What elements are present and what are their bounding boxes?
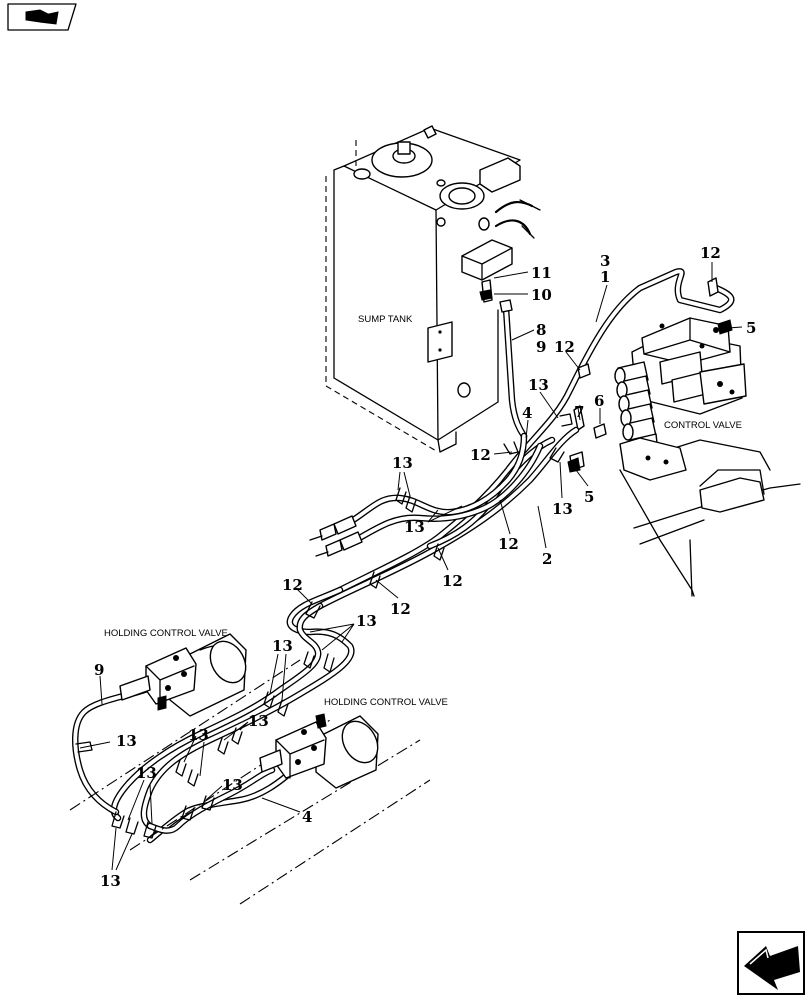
book-icon[interactable] xyxy=(7,3,77,31)
callout-6: 6 xyxy=(594,392,604,410)
callout-9: 9 xyxy=(94,661,104,679)
callout-7: 7 xyxy=(574,403,584,421)
holding-valve-right-label: HOLDING CONTROL VALVE xyxy=(324,697,448,708)
next-page-arrow-icon[interactable] xyxy=(737,931,805,995)
control-valve: CONTROL VALVE xyxy=(567,317,801,597)
holding-valve-left-label: HOLDING CONTROL VALVE xyxy=(104,628,228,639)
holding-control-valve-right: HOLDING CONTROL VALVE xyxy=(189,697,448,905)
callout-12: 12 xyxy=(554,338,575,356)
callout-4: 4 xyxy=(522,404,532,422)
callout-13: 13 xyxy=(248,712,269,730)
sump-tank-label: SUMP TANK xyxy=(358,314,413,325)
callout-13: 13 xyxy=(392,454,413,472)
callout-8: 8 xyxy=(536,321,546,339)
callout-13: 13 xyxy=(116,732,137,750)
callout-4: 4 xyxy=(302,808,312,826)
callout-12: 12 xyxy=(498,535,519,553)
callout-11: 11 xyxy=(531,264,552,282)
callout-12: 12 xyxy=(470,446,491,464)
callout-13: 13 xyxy=(552,500,573,518)
callout-numbers: 3 1 12 5 11 10 8 9 12 13 4 6 7 5 12 13 1… xyxy=(94,244,756,890)
callout-12: 12 xyxy=(442,572,463,590)
callout-12: 12 xyxy=(282,576,303,594)
hose-end-fittings xyxy=(309,515,363,557)
control-valve-label: CONTROL VALVE xyxy=(664,420,742,431)
callout-13: 13 xyxy=(272,637,293,655)
callout-13: 13 xyxy=(528,376,549,394)
callout-12: 12 xyxy=(390,600,411,618)
callout-13: 13 xyxy=(356,612,377,630)
callout-13: 13 xyxy=(100,872,121,890)
tank-hose xyxy=(499,299,528,440)
callout-12: 12 xyxy=(700,244,721,262)
callout-5: 5 xyxy=(746,319,756,337)
hose-clamps xyxy=(75,413,573,839)
callout-13: 13 xyxy=(222,776,243,794)
callout-9: 9 xyxy=(536,338,546,356)
callout-13: 13 xyxy=(188,726,209,744)
callout-5: 5 xyxy=(584,488,594,506)
main-hoses xyxy=(316,268,735,610)
callout-3: 3 xyxy=(600,252,610,270)
sump-tank: SUMP TANK xyxy=(325,125,541,453)
callout-10: 10 xyxy=(531,286,552,304)
callout-2: 2 xyxy=(542,550,552,568)
holding-control-valve-left: HOLDING CONTROL VALVE xyxy=(69,628,331,851)
callout-1: 1 xyxy=(600,268,610,286)
callout-13: 13 xyxy=(404,518,425,536)
callout-leaders xyxy=(79,262,743,871)
callout-13: 13 xyxy=(136,764,157,782)
fitting-6-7 xyxy=(573,405,607,439)
lower-hoses xyxy=(72,586,355,844)
